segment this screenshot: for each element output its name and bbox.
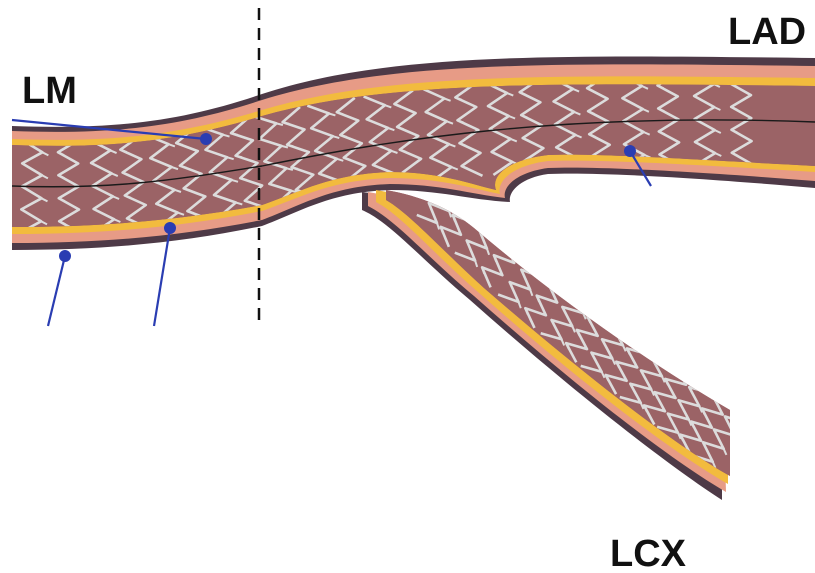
pointer-dot	[59, 250, 71, 262]
stent-link	[499, 236, 501, 242]
pointer-dot	[164, 222, 176, 234]
vessel-wall	[12, 56, 815, 500]
lcx-label: LCX	[610, 533, 687, 573]
stent-link	[673, 363, 676, 369]
stent-link	[553, 265, 555, 271]
stent-link	[746, 423, 749, 429]
stent-link	[461, 199, 463, 205]
pointer-dot	[624, 145, 636, 157]
stent-link	[710, 393, 713, 399]
stent-link	[517, 231, 519, 237]
pointer-lm-wall	[48, 250, 71, 326]
pointer-line	[48, 256, 65, 326]
stent-link	[638, 335, 641, 341]
lm-label: LM	[22, 70, 77, 112]
stent-link	[559, 270, 562, 276]
stent-link	[594, 300, 597, 306]
stent-link	[542, 277, 544, 283]
stent-link	[598, 304, 601, 310]
stent-link	[506, 243, 508, 249]
lad-label: LAD	[728, 11, 806, 53]
stent-link	[465, 203, 467, 209]
pointer-dot	[200, 133, 212, 145]
stent-link	[511, 224, 513, 230]
stent-link	[634, 332, 637, 338]
stent-link	[735, 436, 738, 442]
stent-link	[676, 366, 679, 372]
